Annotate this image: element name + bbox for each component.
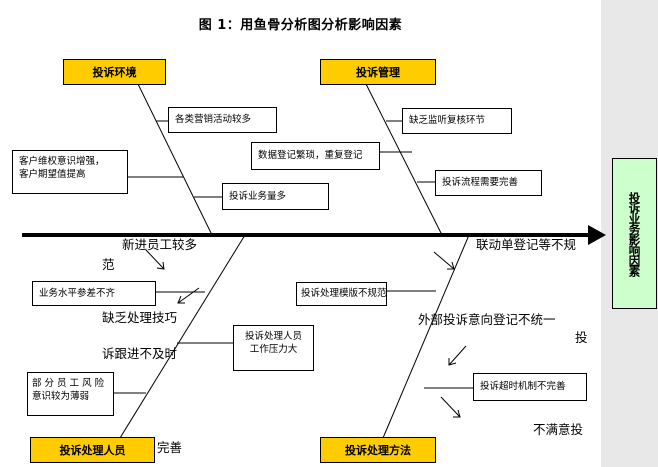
stray-text-6: 联动单登记等不规 xyxy=(476,237,577,252)
arrow-3 xyxy=(433,251,455,270)
cause-mgmt-2: 数据登记繁琐，重复登记 xyxy=(251,142,380,170)
cause-staff-3: 部 分 员 工 风 险 意识较为薄弱 xyxy=(27,372,114,416)
cause-method-1: 投诉处理模版不规范 xyxy=(296,282,387,306)
category-staff: 投诉处理人员 xyxy=(30,437,155,463)
category-environment: 投诉环境 xyxy=(63,59,166,85)
effect-box: 投诉业务影响因素 xyxy=(612,158,657,309)
cause-staff-2: 投诉处理人员 工作压力大 xyxy=(233,325,314,371)
category-method: 投诉处理方法 xyxy=(320,437,436,463)
stray-text-7: 外部投诉意向登记不统一 xyxy=(418,312,556,327)
cause-mgmt-1: 缺乏监听复核环节 xyxy=(402,108,512,134)
cause-env-2: 客户维权意识增强， 客户期望值提高 xyxy=(12,150,128,194)
bone-environment xyxy=(137,83,213,236)
stray-text-4: 诉跟进不及时 xyxy=(102,346,178,361)
cause-env-3: 投诉业务量多 xyxy=(222,183,329,210)
diagram-title: 图 1：用鱼骨分析图分析影响因素 xyxy=(198,18,403,33)
category-management: 投诉管理 xyxy=(320,59,436,85)
arrow-5 xyxy=(440,396,461,418)
cause-env-2-line2: 客户期望值提高 xyxy=(19,169,86,180)
stray-text-3: 缺乏处理技巧 xyxy=(102,310,178,325)
stray-text-1: 新进员工较多 xyxy=(122,237,198,252)
bone-method xyxy=(382,234,470,439)
stray-text-9: 不满意投 xyxy=(533,422,584,437)
cause-staff-3-line2: 意识较为薄弱 xyxy=(32,391,90,402)
stray-text-8: 投 xyxy=(575,330,588,345)
cause-staff-2-line2: 工作压力大 xyxy=(249,344,298,355)
cause-env-2-line1: 客户维权意识增强， xyxy=(19,156,105,167)
bone-staff xyxy=(119,234,246,439)
stray-text-5: 完善 xyxy=(157,440,183,455)
spine-arrowhead xyxy=(588,225,606,245)
arrow-4 xyxy=(448,345,467,366)
cause-env-1: 各类营销活动较多 xyxy=(168,107,277,133)
cause-staff-2-line1: 投诉处理人员 xyxy=(244,331,302,342)
cause-staff-3-line1: 部 分 员 工 风 险 xyxy=(32,378,105,389)
cause-staff-1: 业务水平参差不齐 xyxy=(32,281,156,306)
arrow-2 xyxy=(177,287,200,304)
arrow-1 xyxy=(145,249,165,270)
stray-text-2: 范 xyxy=(102,257,115,272)
cause-mgmt-3: 投诉流程需要完善 xyxy=(435,170,542,196)
bone-management xyxy=(365,83,443,236)
cause-method-2: 投诉超时机制不完善 xyxy=(473,373,587,401)
